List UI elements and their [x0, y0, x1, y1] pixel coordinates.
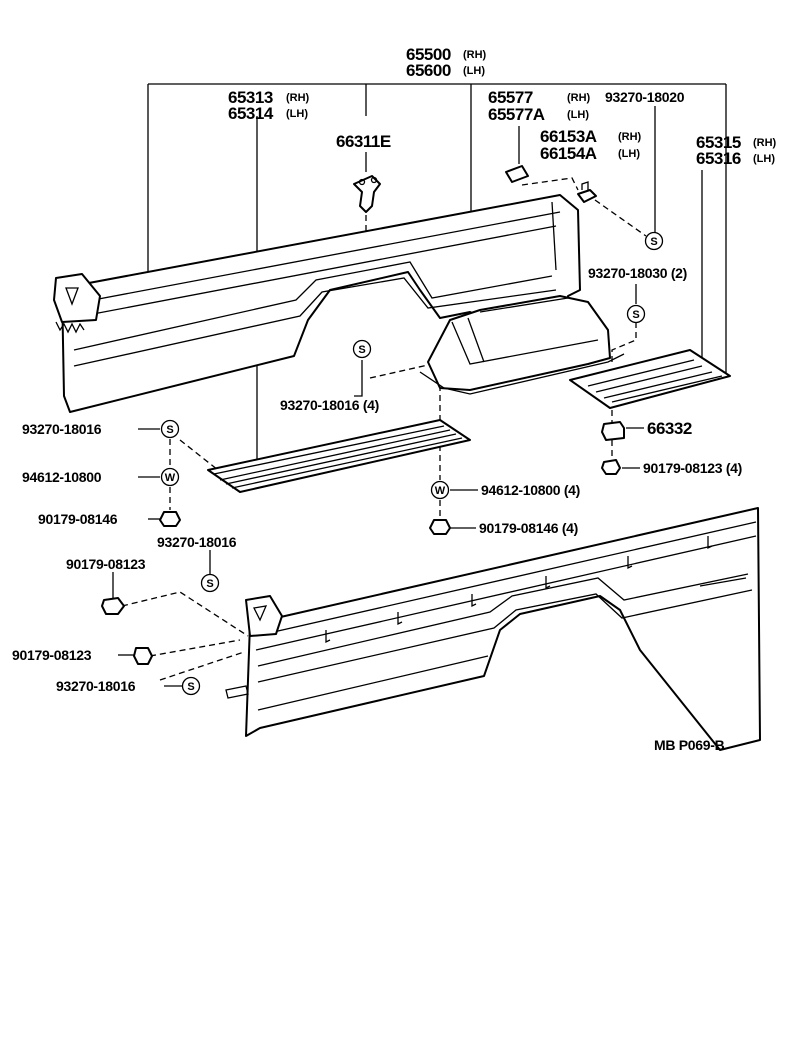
label-floor-lh: 65316	[696, 149, 741, 168]
nut-icon	[101, 597, 125, 615]
suffix: (LH)	[753, 153, 775, 165]
suffix: (LH)	[286, 108, 308, 120]
label-bracket-lh: 65577A	[488, 105, 545, 124]
label-screw-top: 93270-18020	[605, 89, 685, 105]
nut-icon	[429, 519, 451, 535]
floor-strip-left	[207, 419, 471, 493]
bracket-part	[505, 165, 529, 183]
screw-symbol: S	[160, 419, 180, 439]
label-cushion: 66332	[647, 419, 692, 438]
label-screw-16-a: 93270-18016	[22, 421, 102, 437]
suffix: (LH)	[567, 109, 589, 121]
hook-part	[353, 175, 381, 213]
label-side-lh: 65314	[228, 104, 274, 123]
label-floor-rh: 65315	[696, 133, 741, 152]
svg-text:W: W	[435, 485, 446, 497]
label-assy-rh: 65500	[406, 45, 451, 64]
suffix: (RH)	[567, 92, 591, 104]
svg-text:S: S	[650, 236, 657, 248]
suffix: (RH)	[463, 49, 487, 61]
label-washer-4: 94612-10800 (4)	[481, 482, 580, 498]
svg-text:S: S	[358, 344, 365, 356]
label-nut-23-a: 90179-08123	[66, 556, 146, 572]
label-clip-rh: 66153A	[540, 127, 597, 146]
washer-symbol: W	[430, 480, 450, 500]
fastener-symbols: S S S S W W S S	[101, 231, 664, 696]
label-washer-a: 94612-10800	[22, 469, 102, 485]
nut-icon	[159, 511, 181, 527]
label-assy-lh: 65600	[406, 61, 451, 80]
label-hook: 66311E	[336, 132, 391, 151]
label-clip-lh: 66154A	[540, 144, 597, 163]
label-side-rh: 65313	[228, 88, 273, 107]
label-nut-46-a: 90179-08146	[38, 511, 118, 527]
part-labels: 65500 (RH) 65600 (LH) 65313 (RH) 65314 (…	[12, 45, 777, 753]
label-nut-46-4: 90179-08146 (4)	[479, 520, 578, 536]
suffix: (LH)	[618, 148, 640, 160]
svg-text:S: S	[206, 578, 213, 590]
screw-symbol: S	[644, 231, 664, 251]
label-screw-16-c: 93270-18016	[56, 678, 136, 694]
cushion-icon	[601, 421, 625, 441]
label-nut-23-4: 90179-08123 (4)	[643, 460, 742, 476]
svg-text:S: S	[187, 681, 194, 693]
lower-side-panel	[225, 507, 761, 751]
washer-symbol: W	[160, 467, 180, 487]
screw-symbol: S	[626, 304, 646, 324]
suffix: (RH)	[753, 137, 777, 149]
wheel-housing	[419, 295, 625, 395]
label-nut-23-b: 90179-08123	[12, 647, 92, 663]
svg-text:S: S	[166, 424, 173, 436]
label-bracket-rh: 65577	[488, 88, 533, 107]
label-screw-30: 93270-18030 (2)	[588, 265, 687, 281]
label-screw-16-4: 93270-18016 (4)	[280, 397, 379, 413]
nut-icon	[133, 647, 153, 665]
nut-icon	[601, 459, 621, 475]
floor-strip-right	[569, 349, 731, 409]
svg-text:S: S	[632, 309, 639, 321]
upper-side-panel	[53, 194, 581, 413]
screw-symbol: S	[200, 573, 220, 593]
label-screw-16-b: 93270-18016	[157, 534, 237, 550]
suffix: (RH)	[286, 92, 310, 104]
suffix: (LH)	[463, 65, 485, 77]
screw-symbol: S	[352, 339, 372, 359]
svg-text:W: W	[165, 472, 176, 484]
suffix: (RH)	[618, 131, 642, 143]
diagram-code: MB P069-B	[654, 737, 725, 753]
clip-part	[577, 181, 597, 203]
screw-symbol: S	[181, 676, 201, 696]
